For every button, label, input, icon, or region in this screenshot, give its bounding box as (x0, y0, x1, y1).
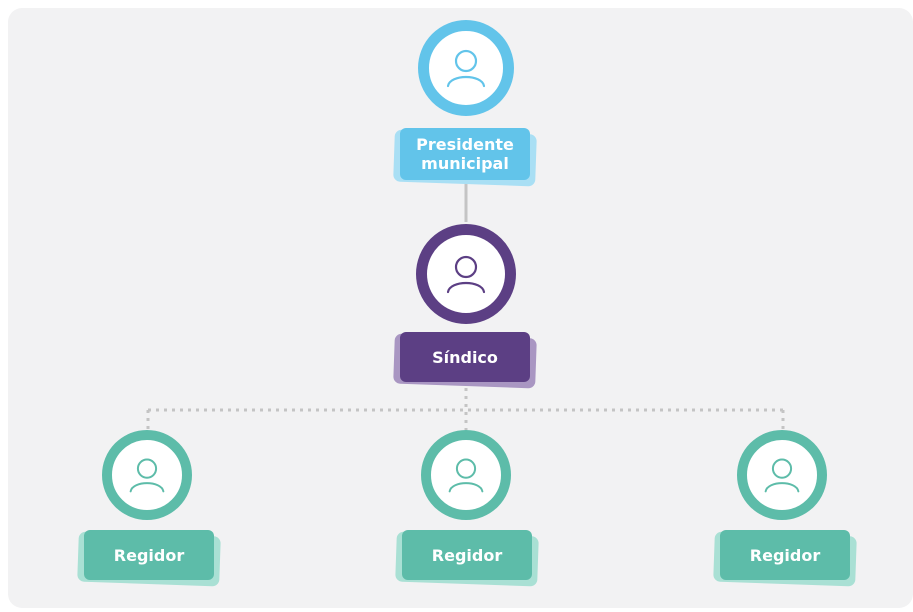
regidor-avatar-1 (102, 430, 192, 520)
sindico-avatar (416, 224, 516, 324)
regidor-avatar-3 (737, 430, 827, 520)
regidor-avatar-2 (421, 430, 511, 520)
regidor-label-1: Regidor (84, 530, 214, 580)
user-icon (129, 458, 165, 493)
presidente-label: Presidente municipal (400, 128, 530, 180)
user-icon (446, 49, 486, 88)
regidor-label-3: Regidor (720, 530, 850, 580)
regidor-label-2: Regidor (402, 530, 532, 580)
user-icon (764, 458, 800, 493)
presidente-avatar (418, 20, 514, 116)
user-icon (446, 255, 486, 294)
user-icon (448, 458, 484, 493)
sindico-label: Síndico (400, 332, 530, 382)
